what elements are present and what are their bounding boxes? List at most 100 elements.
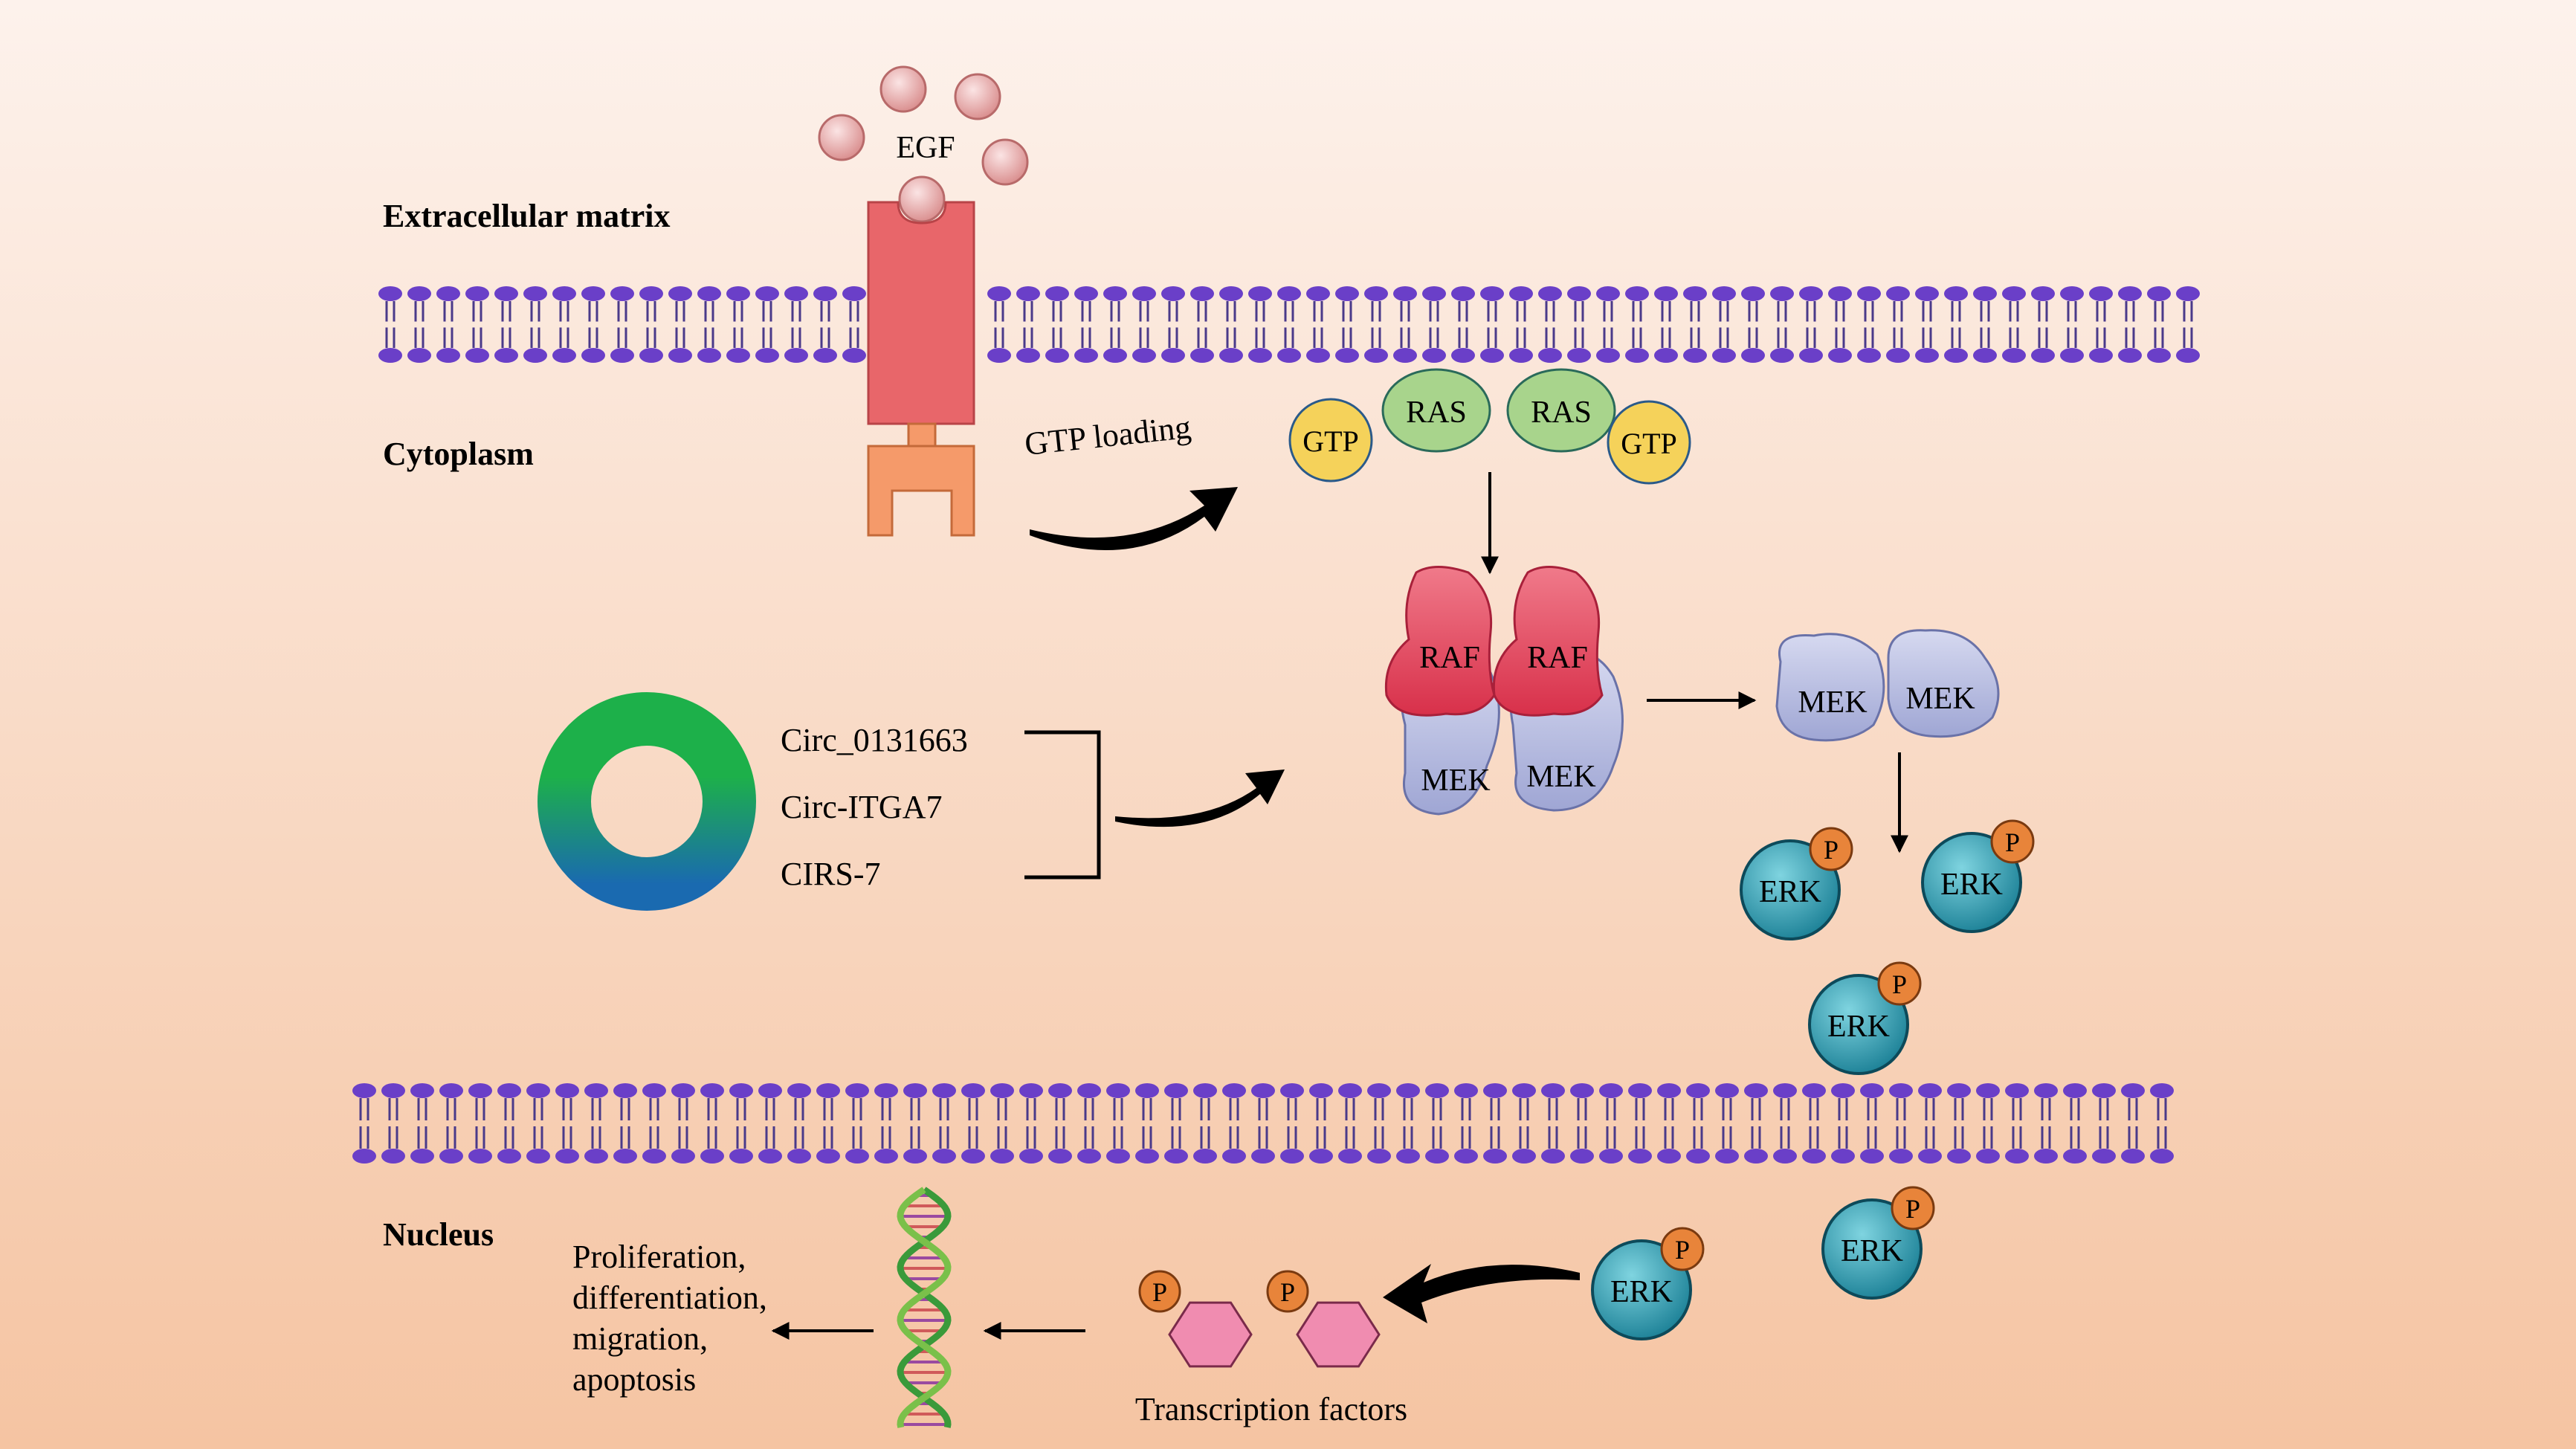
lipid-head bbox=[961, 1083, 985, 1098]
lipid-head bbox=[407, 348, 431, 363]
lipid-tail bbox=[414, 327, 425, 348]
lipid-tail bbox=[446, 1098, 456, 1120]
lipid-tail bbox=[675, 301, 685, 322]
lipid-head bbox=[552, 348, 576, 363]
lipid-tail bbox=[1809, 1098, 1819, 1120]
lipid-tail bbox=[1516, 327, 1526, 348]
lipid-tail bbox=[501, 327, 511, 348]
lipid-head bbox=[816, 1149, 840, 1164]
lipid-head bbox=[1712, 286, 1736, 301]
lipid-tail bbox=[2125, 327, 2135, 348]
lipid-tail bbox=[1284, 327, 1294, 348]
lipid-head bbox=[784, 348, 808, 363]
erk-to-tf-arrow bbox=[1383, 1264, 1580, 1323]
lipid-head bbox=[1973, 286, 1997, 301]
lipid-head bbox=[1570, 1149, 1594, 1164]
lipid-tail bbox=[1429, 327, 1439, 348]
lipid-tail bbox=[1316, 1098, 1326, 1120]
lipid-head bbox=[1712, 348, 1736, 363]
lipid-tail bbox=[1287, 1098, 1297, 1120]
lipid-head bbox=[1164, 1083, 1188, 1098]
lipid-tail bbox=[678, 1098, 688, 1120]
lipid-tail bbox=[1896, 1126, 1906, 1149]
lipid-tail bbox=[1255, 301, 1265, 322]
lipid-head bbox=[990, 1149, 1014, 1164]
lipid-head bbox=[1538, 348, 1562, 363]
lipid-tail bbox=[1838, 1098, 1848, 1120]
lipid-tail bbox=[1664, 1126, 1674, 1149]
lipid-tail bbox=[446, 1126, 456, 1149]
lipid-head bbox=[468, 1149, 492, 1164]
lipid-tail bbox=[388, 1098, 398, 1120]
lipid-tail bbox=[791, 327, 801, 348]
lipid-head bbox=[1454, 1083, 1478, 1098]
lipid-head bbox=[1715, 1149, 1739, 1164]
lipid-tail bbox=[385, 301, 396, 322]
lipid-head bbox=[729, 1149, 753, 1164]
circrna-label: Circ-ITGA7 bbox=[781, 789, 943, 825]
lipid-head bbox=[1947, 1083, 1971, 1098]
lipid-tail bbox=[1545, 301, 1555, 322]
dna-strand bbox=[897, 1187, 952, 1428]
lipid-tail bbox=[849, 301, 859, 322]
lipid-head bbox=[2118, 286, 2142, 301]
lipid-tail bbox=[1313, 327, 1323, 348]
lipid-tail bbox=[2041, 1098, 2051, 1120]
lipid-head bbox=[465, 348, 489, 363]
lipid-head bbox=[874, 1149, 898, 1164]
lipid-tail bbox=[443, 301, 453, 322]
lipid-tail bbox=[1026, 1126, 1036, 1149]
lipid-head bbox=[1306, 348, 1330, 363]
phospho-badge bbox=[1809, 827, 1853, 871]
lipid-head bbox=[1538, 286, 1562, 301]
lipid-head bbox=[381, 1149, 405, 1164]
lipid-head bbox=[555, 1149, 579, 1164]
lipid-head bbox=[439, 1083, 463, 1098]
lipid-head bbox=[2089, 286, 2113, 301]
lipid-head bbox=[378, 286, 402, 301]
mek-pair: MEK MEK bbox=[1775, 629, 2000, 742]
lipid-head bbox=[436, 286, 460, 301]
lipid-tail bbox=[1142, 1098, 1152, 1120]
lipid-tail bbox=[1719, 301, 1729, 322]
lipid-tail bbox=[1023, 301, 1033, 322]
lipid-head bbox=[1338, 1149, 1362, 1164]
lipid-head bbox=[755, 286, 779, 301]
lipid-tail bbox=[852, 1098, 862, 1120]
lipid-tail bbox=[1519, 1126, 1529, 1149]
raf-node bbox=[1492, 566, 1604, 717]
lipid-tail bbox=[385, 327, 396, 348]
lipid-tail bbox=[472, 301, 482, 322]
lipid-head bbox=[1599, 1083, 1623, 1098]
lipid-head bbox=[668, 348, 692, 363]
lipid-tail bbox=[1403, 1126, 1413, 1149]
mek-label: MEK bbox=[1421, 764, 1490, 798]
lipid-tail bbox=[562, 1126, 572, 1149]
lipid-head bbox=[1860, 1149, 1884, 1164]
lipid-tail bbox=[881, 1098, 891, 1120]
lipid-head bbox=[1715, 1083, 1739, 1098]
circrna-label: Circ_0131663 bbox=[781, 722, 968, 758]
egf-label: EGF bbox=[896, 131, 955, 165]
lipid-head bbox=[1944, 286, 1968, 301]
lipid-tail bbox=[617, 301, 627, 322]
lipid-head bbox=[1683, 286, 1707, 301]
lipid-tail bbox=[1661, 327, 1671, 348]
lipid-head bbox=[352, 1149, 376, 1164]
lipid-tail bbox=[530, 301, 540, 322]
lipid-head bbox=[1918, 1083, 1942, 1098]
egf-receptor bbox=[867, 201, 975, 537]
ras-label: RAS bbox=[1531, 396, 1592, 430]
lipid-tail bbox=[820, 327, 830, 348]
lipid-head bbox=[1773, 1149, 1797, 1164]
lipid-tail bbox=[1316, 1126, 1326, 1149]
lipid-head bbox=[494, 348, 518, 363]
lipid-tail bbox=[1632, 327, 1642, 348]
lipid-head bbox=[581, 286, 605, 301]
lipid-head bbox=[1889, 1149, 1913, 1164]
lipid-tail bbox=[1374, 1126, 1384, 1149]
egf-particle bbox=[981, 138, 1029, 186]
lipid-head bbox=[523, 286, 547, 301]
lipid-tail bbox=[1925, 1098, 1935, 1120]
lipid-head bbox=[1190, 348, 1214, 363]
